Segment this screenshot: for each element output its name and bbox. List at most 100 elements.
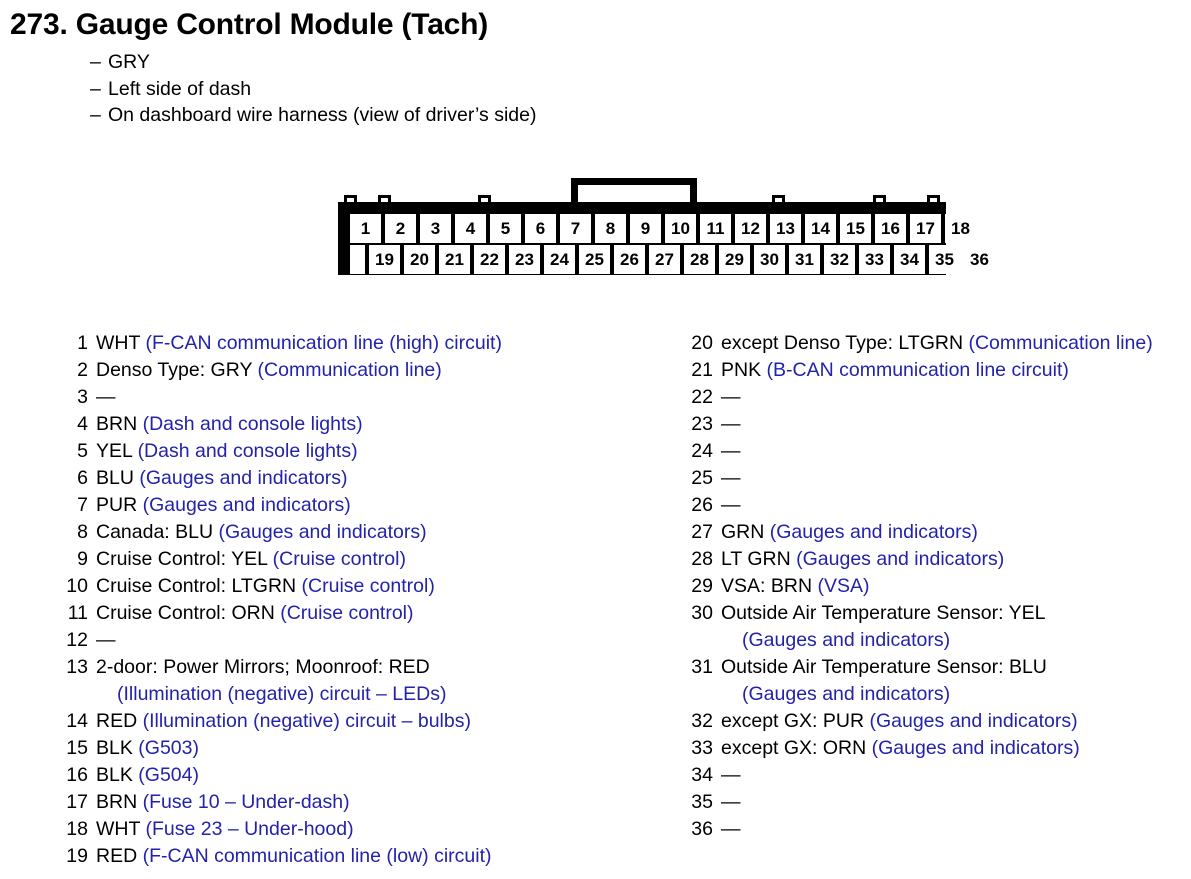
document-header: 273. Gauge Control Module (Tach) –GRY–Le… (10, 6, 1170, 129)
connector-pin-cell: 20 (404, 245, 435, 274)
pin-wire-color: Outside Air Temperature Sensor: YEL (721, 602, 1046, 624)
pin-empty-dash: — (721, 764, 741, 786)
pin-circuit-name: (Gauges and indicators) (218, 521, 427, 543)
connector-nub (344, 195, 357, 204)
pin-empty-dash: — (721, 494, 741, 516)
pin-description: BRN (Dash and console lights) (88, 411, 662, 438)
pin-number: 4 (77, 413, 88, 435)
pin-number: 33 (691, 737, 713, 759)
pin-wire-color: VSA: BRN (721, 575, 813, 597)
pin-description: — (713, 438, 1187, 465)
pin-wire-color: Canada: BLU (96, 521, 214, 543)
connector-nub (478, 195, 491, 204)
pin-description: RED (F-CAN communication line (low) circ… (88, 843, 662, 870)
pin-description: — (713, 762, 1187, 789)
pin-circuit-name: (B-CAN communication line circuit) (766, 359, 1069, 381)
pin-entry: 22 — (687, 384, 1187, 411)
pin-entry: 34— (687, 762, 1187, 789)
pin-empty-dash: — (96, 629, 116, 651)
pin-empty-dash: — (721, 386, 741, 408)
pin-circuit-name: (Illumination (negative) circuit – LEDs) (117, 683, 447, 705)
pin-empty-dash: — (721, 440, 741, 462)
connector-pin-cell: 14 (805, 214, 836, 243)
pin-number: 27 (691, 521, 713, 543)
pin-wire-color: except GX: PUR (721, 710, 865, 732)
pin-description: — (713, 816, 1187, 843)
connector-pin-cell: 33 (859, 245, 890, 274)
pin-circuit-name: (Gauges and indicators) (742, 629, 951, 651)
pin-number: 14 (66, 710, 88, 732)
connector-pin-cell: 35 (929, 245, 960, 274)
pin-empty-dash: — (96, 386, 116, 408)
connector-pin-cell: 27 (649, 245, 680, 274)
pin-description: PUR (Gauges and indicators) (88, 492, 662, 519)
pin-number: 22 (691, 386, 713, 408)
pin-number: 19 (66, 845, 88, 867)
pin-wire-color: YEL (96, 440, 133, 462)
pin-description: PNK (B-CAN communication line circuit) (713, 357, 1187, 384)
pin-description: — (88, 627, 662, 654)
pin-wire-color: BRN (96, 413, 138, 435)
pin-circuit-name: (G504) (138, 764, 199, 786)
connector-pin-cell: 21 (439, 245, 470, 274)
pin-circuit-name: (F-CAN communication line (low) circuit) (142, 845, 492, 867)
pin-description: WHT (F-CAN communication line (high) cir… (88, 330, 662, 357)
connector-pin-cell: 32 (824, 245, 855, 274)
pin-description: — (88, 384, 662, 411)
pin-empty-dash: — (721, 467, 741, 489)
pin-number: 23 (691, 413, 713, 435)
pin-number: 12 (66, 629, 88, 651)
connector-blank-cell (350, 245, 365, 274)
pin-number: 9 (77, 548, 88, 570)
pin-circuit-name: (VSA) (817, 575, 870, 597)
subtitle-line: –On dashboard wire harness (view of driv… (90, 102, 1170, 129)
pin-circuit-name: (Dash and console lights) (137, 440, 358, 462)
pin-number: 10 (66, 575, 88, 597)
pin-number: 35 (691, 791, 713, 813)
connector-blank-cell (980, 214, 995, 243)
page-title: 273. Gauge Control Module (Tach) (10, 8, 489, 41)
pin-number: 13 (66, 656, 88, 678)
pin-description: Outside Air Temperature Sensor: YEL (Gaug… (713, 600, 1187, 654)
pin-wire-color: except Denso Type: LTGRN (721, 332, 964, 354)
pin-wire-color: 2-door: Power Mirrors; Moonroof: RED (96, 656, 430, 678)
connector-pin-cell: 1 (350, 214, 381, 243)
connector-pin-cell: 15 (840, 214, 871, 243)
pin-description: WHT (Fuse 23 – Under-hood) (88, 816, 662, 843)
pin-description: — (713, 411, 1187, 438)
pin-wire-color: PNK (721, 359, 762, 381)
connector-nub (927, 195, 940, 204)
pin-wire-color: Denso Type: GRY (96, 359, 253, 381)
pin-description: Denso Type: GRY (Communication line) (88, 357, 662, 384)
pin-wire-color: WHT (96, 332, 141, 354)
pin-description: — (713, 384, 1187, 411)
connector-pin-cell: 10 (665, 214, 696, 243)
pin-wire-color: BLK (96, 737, 133, 759)
pin-wire-color: PUR (96, 494, 138, 516)
pin-description: Canada: BLU (Gauges and indicators) (88, 519, 662, 546)
pin-entry: 25— (687, 465, 1187, 492)
pin-number: 32 (691, 710, 713, 732)
connector-pin-cell: 5 (490, 214, 521, 243)
pin-wire-color: RED (96, 710, 138, 732)
pin-number: 8 (77, 521, 88, 543)
subtitle-text: On dashboard wire harness (view of drive… (108, 104, 537, 126)
pin-entry: 13 2-door: Power Mirrors; Moonroof: RED (I… (62, 654, 662, 708)
pin-circuit-name: (Dash and console lights) (142, 413, 363, 435)
pin-entry: 35— (687, 789, 1187, 816)
pin-number: 15 (66, 737, 88, 759)
pin-number: 3 (77, 386, 88, 408)
subtitle-line: –GRY (90, 49, 1170, 76)
latch-bar (571, 178, 697, 185)
